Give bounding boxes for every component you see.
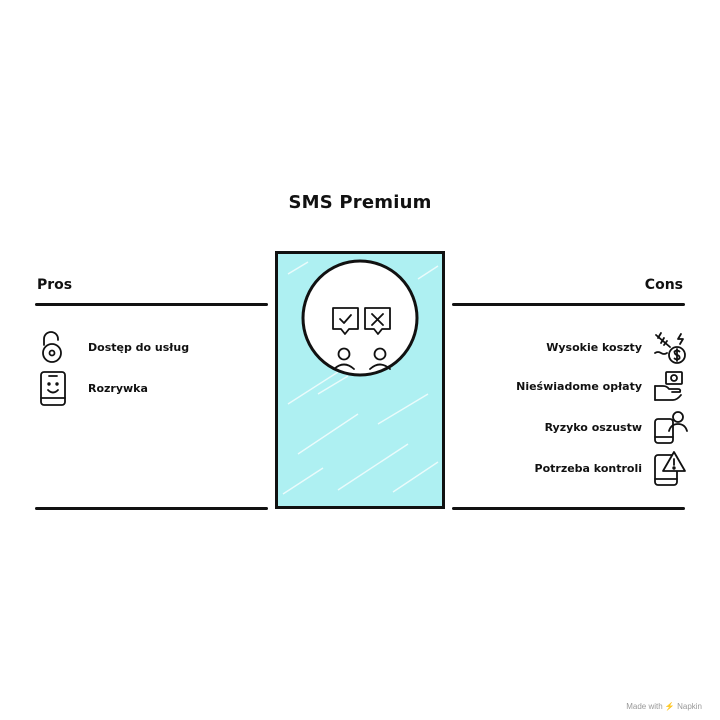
cons-top-rule — [452, 303, 685, 306]
hand-paying-icon — [654, 371, 683, 401]
pros-item-label: Dostęp do usług — [88, 340, 190, 354]
pros-top-rule — [35, 303, 268, 306]
cons-bottom-rule — [452, 507, 685, 510]
pros-bottom-rule — [35, 507, 268, 510]
approve-reject-people-icon — [332, 307, 391, 370]
footer-credit: Made with ⚡ Napkin — [626, 702, 702, 711]
diagram-title: SMS Premium — [288, 192, 432, 213]
pros-item: Dostęp do usług — [36, 327, 189, 367]
cons-item-label: Wysokie koszty — [546, 340, 642, 354]
cons-item-label: Nieświadome opłaty — [516, 379, 642, 393]
center-card — [275, 251, 445, 509]
cons-heading: Cons — [644, 277, 683, 293]
cons-item: Ryzyko oszustw — [545, 407, 688, 447]
cons-item: Potrzeba kontroli — [535, 448, 688, 488]
phone-scammer-icon — [654, 411, 688, 444]
center-hatch — [282, 259, 439, 495]
cons-item: Wysokie koszty — [546, 327, 688, 367]
pros-heading: Pros — [37, 277, 73, 293]
unlocked-padlock-icon — [42, 331, 62, 363]
money-drain-icon — [654, 332, 686, 364]
smiling-phone-icon — [40, 371, 66, 406]
pros-item: Rozrywka — [36, 368, 148, 408]
cons-item-label: Potrzeba kontroli — [534, 461, 642, 475]
phone-warning-icon — [654, 451, 686, 486]
cons-item: Nieświadome opłaty — [516, 366, 688, 406]
pros-item-label: Rozrywka — [88, 381, 148, 395]
cons-item-label: Ryzyko oszustw — [544, 420, 642, 434]
